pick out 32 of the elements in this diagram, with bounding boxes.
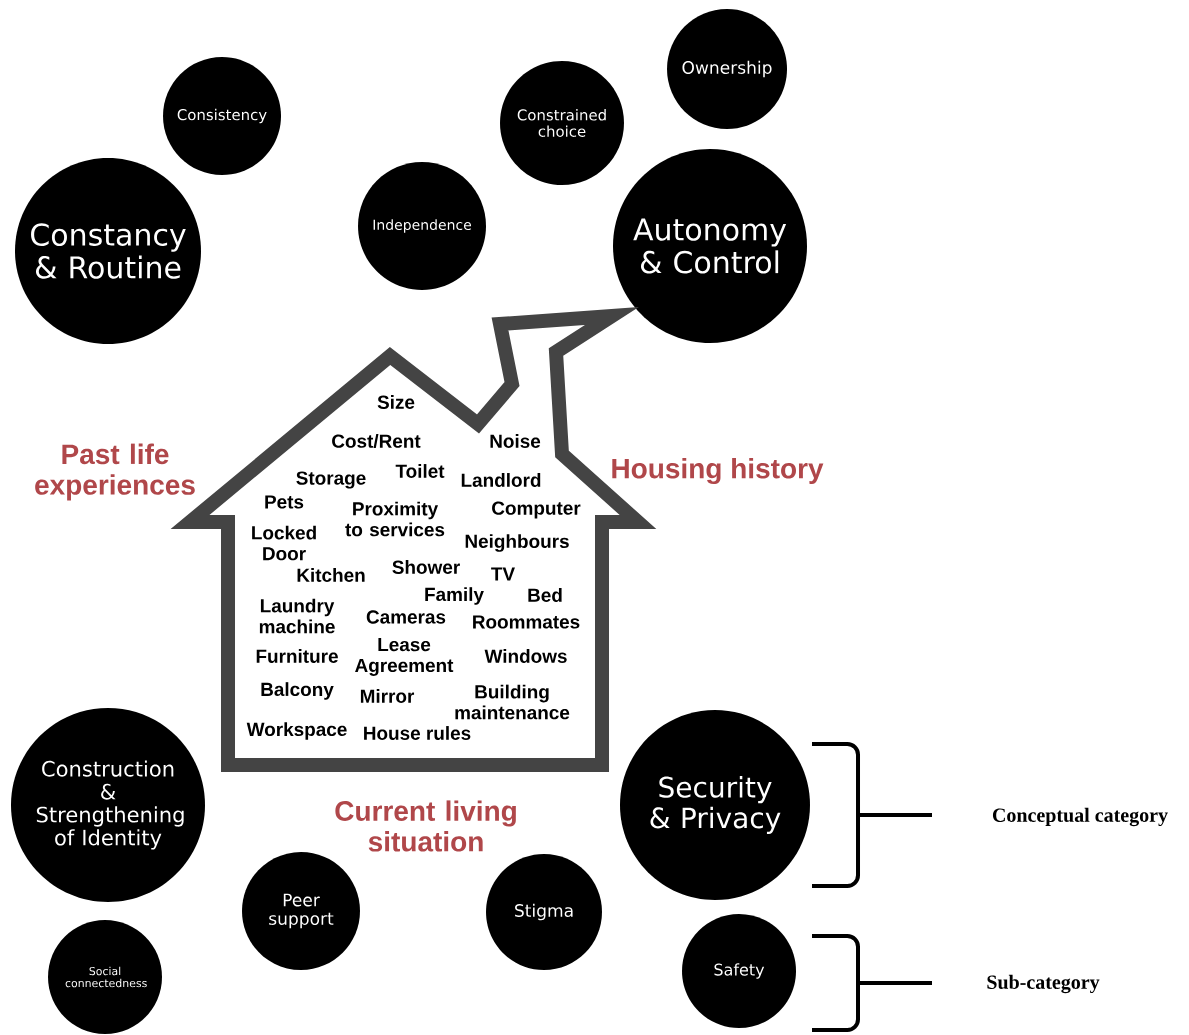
section-label: Past life experiences [35, 443, 195, 501]
house-word: Balcony [261, 682, 334, 700]
house-word: Pets [265, 495, 304, 509]
house-word: Proximity to services [345, 501, 445, 537]
section-label: Housing history [612, 457, 824, 485]
house-word: Building maintenance [455, 684, 570, 720]
house-word: Neighbours [465, 534, 569, 552]
house-word: Kitchen [297, 568, 365, 582]
house-word: House rules [364, 726, 471, 740]
house-word: Lease Agreement [355, 638, 454, 676]
house-word: Laundry machine [259, 598, 335, 634]
bracket-label: Conceptual category [992, 807, 1168, 827]
house-word: Cameras [366, 610, 446, 624]
house-word: Shower [392, 560, 460, 574]
house-word: Windows [484, 649, 567, 663]
house-word: Bed [528, 588, 562, 602]
section-label: Current living situation [335, 800, 516, 852]
house-word: Family [425, 587, 484, 605]
house-word: Storage [296, 471, 366, 489]
house-word: Landlord [461, 473, 541, 487]
house-word: Workspace [246, 722, 347, 740]
house-word: Noise [490, 434, 541, 448]
house-word: Furniture [256, 649, 338, 663]
house-word: Toilet [395, 464, 445, 478]
house-word: Locked Door [252, 525, 316, 561]
house-word: Size [377, 395, 415, 409]
house-word: Computer [492, 501, 581, 519]
bracket-label: Sub-category [987, 974, 1100, 994]
house-word: Cost/Rent [332, 433, 421, 449]
house-word: Roommates [473, 615, 580, 629]
house-word: TV [491, 567, 515, 581]
house-word: Mirror [360, 689, 415, 703]
